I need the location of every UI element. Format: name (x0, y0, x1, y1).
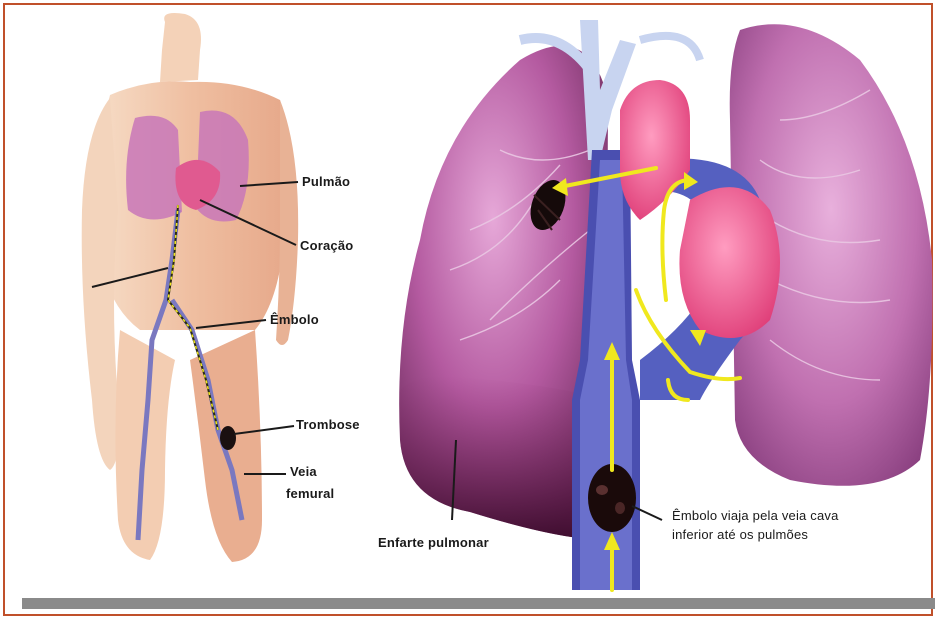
aorta (620, 80, 690, 220)
label-trombose: Trombose (296, 417, 360, 432)
body-thrombus (220, 426, 236, 450)
cava-embolus (588, 464, 636, 532)
heart (679, 187, 780, 338)
label-veia: Veia (290, 464, 317, 479)
label-enfarte: Enfarte pulmonar (378, 535, 489, 550)
label-pulmao: Pulmão (302, 174, 350, 189)
label-femural: femural (286, 486, 334, 501)
lungs-heart-detail (399, 20, 932, 590)
label-coracao: Coração (300, 238, 353, 253)
body-figure (82, 13, 298, 562)
label-embolo: Êmbolo (270, 312, 319, 327)
label-embolo-viaja-1: Êmbolo viaja pela veia cava (672, 508, 839, 523)
label-embolo-viaja-2: inferior até os pulmões (672, 527, 808, 542)
bottom-bar (22, 598, 935, 609)
body-lung-left (126, 116, 182, 220)
